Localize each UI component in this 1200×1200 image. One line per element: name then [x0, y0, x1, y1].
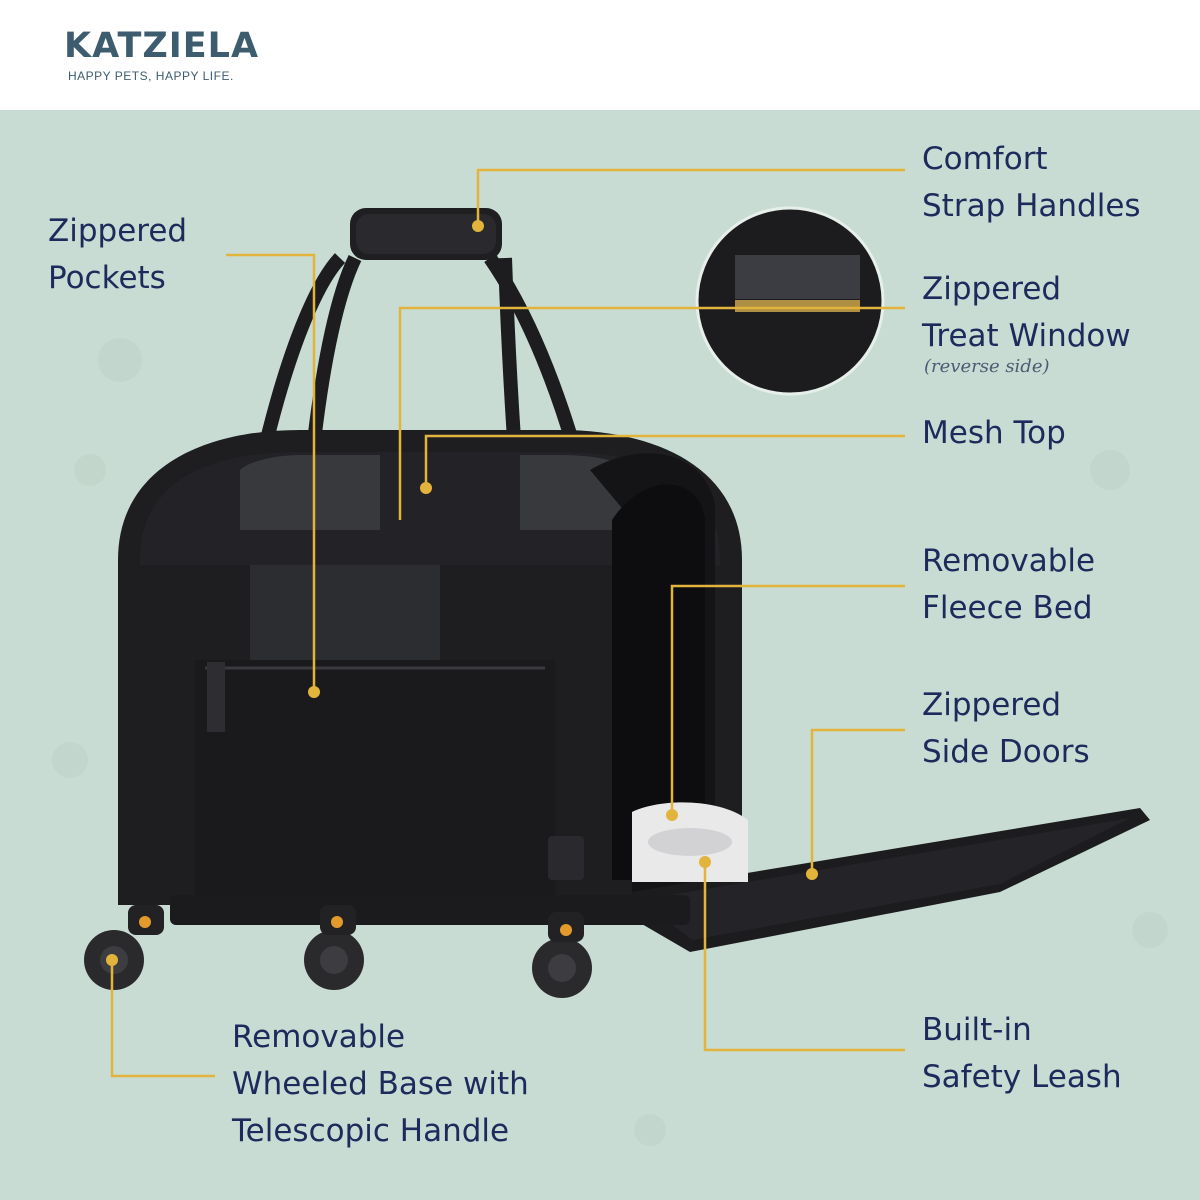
treat-window-inset: [695, 206, 885, 396]
fleece-bed: [632, 802, 748, 882]
wheeled-base: [84, 895, 690, 998]
callout-lines: [110, 168, 905, 1078]
label-removable-fleece-bed: Removable Fleece Bed: [922, 543, 1096, 626]
label-zippered-side-doors: Zippered Side Doors: [922, 687, 1090, 770]
brand-logo: KATZIELA: [64, 26, 260, 66]
brand-tagline: HAPPY PETS, HAPPY LIFE.: [68, 69, 234, 83]
label-treat-window-note: (reverse side): [924, 356, 1050, 377]
label-zippered-treat-window: Zippered Treat Window: [922, 271, 1131, 354]
label-zippered-pockets: Zippered Pockets: [48, 213, 188, 296]
label-removable-wheeled-base: Removable Wheeled Base with Telescopic H…: [232, 1019, 529, 1149]
side-door: [632, 808, 1150, 952]
label-comfort-strap-handles: Comfort Strap Handles: [922, 141, 1141, 224]
callout-dots: [106, 220, 818, 966]
paw-pattern: [52, 338, 1168, 1146]
label-mesh-top: Mesh Top: [922, 415, 1066, 451]
carrier-body: [118, 430, 742, 920]
header: KATZIELA HAPPY PETS, HAPPY LIFE.: [0, 0, 1200, 110]
label-built-in-safety-leash: Built-in Safety Leash: [922, 1012, 1122, 1095]
